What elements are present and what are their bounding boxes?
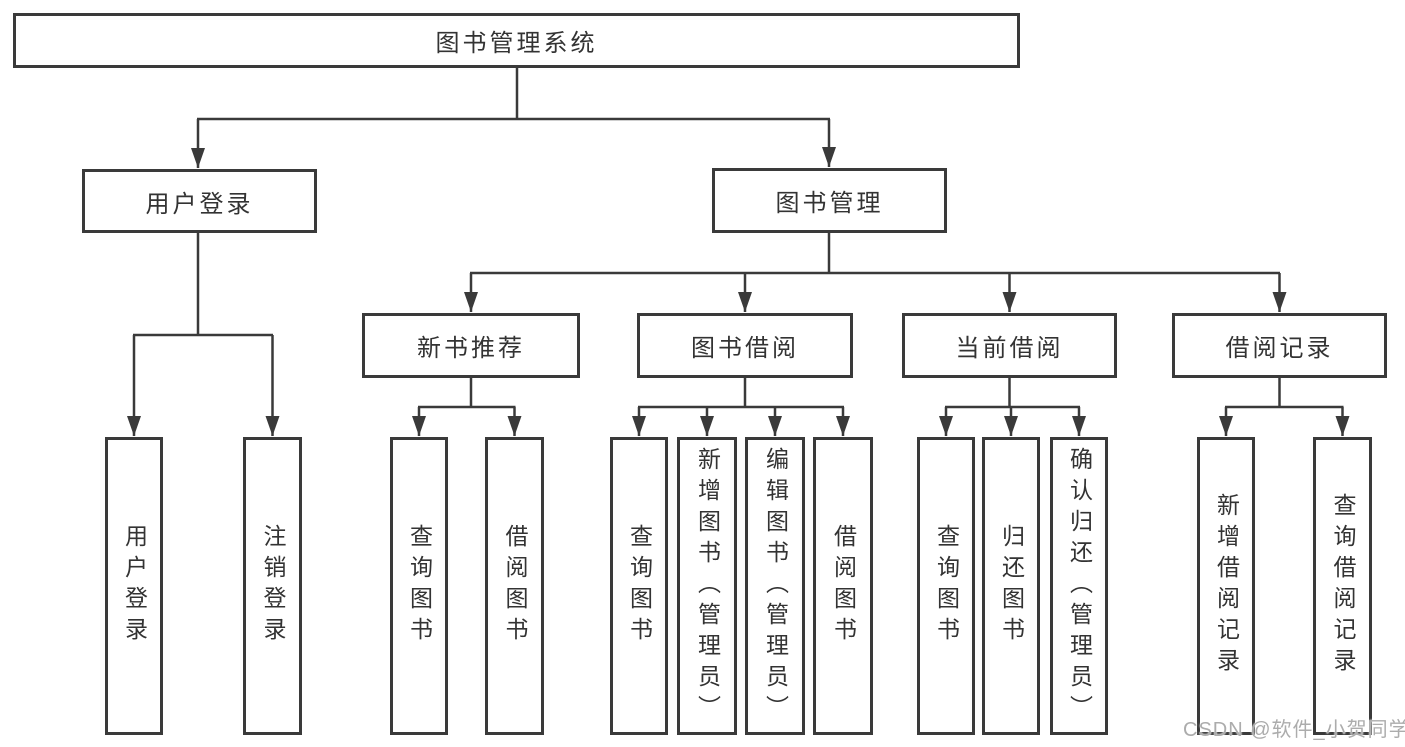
leaf-borrow-books-borrowing: 借阅图书 bbox=[813, 437, 873, 735]
leaf-query-borrow-record: 查询借阅记录 bbox=[1313, 437, 1372, 735]
leaf-logout: 注销登录 bbox=[243, 437, 302, 735]
leaf-add-book-admin: 新增图书（管理员） bbox=[677, 437, 737, 735]
leaf-query-books-recommend: 查询图书 bbox=[390, 437, 448, 735]
leaf-confirm-return-admin: 确认归还（管理员） bbox=[1050, 437, 1108, 735]
leaf-return-book: 归还图书 bbox=[982, 437, 1040, 735]
csdn-watermark: CSDN @软件_小贺同学 bbox=[1183, 719, 1405, 741]
node-current-borrowing: 当前借阅 bbox=[902, 313, 1117, 378]
leaf-borrow-books-recommend: 借阅图书 bbox=[485, 437, 544, 735]
node-book-management: 图书管理 bbox=[712, 168, 947, 233]
node-borrowing-records: 借阅记录 bbox=[1172, 313, 1387, 378]
node-library-management-system: 图书管理系统 bbox=[13, 13, 1020, 68]
leaf-add-borrow-record: 新增借阅记录 bbox=[1197, 437, 1255, 735]
leaf-edit-book-admin: 编辑图书（管理员） bbox=[745, 437, 805, 735]
leaf-query-books-borrowing: 查询图书 bbox=[610, 437, 668, 735]
leaf-user-login: 用户登录 bbox=[105, 437, 163, 735]
node-new-book-recommendation: 新书推荐 bbox=[362, 313, 580, 378]
node-book-borrowing: 图书借阅 bbox=[637, 313, 853, 378]
node-user-login: 用户登录 bbox=[82, 169, 317, 233]
leaf-query-books-current: 查询图书 bbox=[917, 437, 975, 735]
